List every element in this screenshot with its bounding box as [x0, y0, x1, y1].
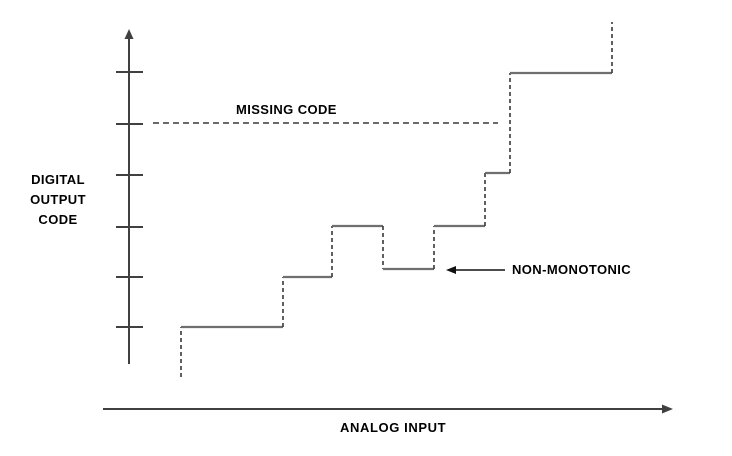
y-axis-arrowhead-icon — [124, 29, 134, 39]
y-axis — [124, 29, 134, 364]
staircase — [180, 22, 613, 377]
y-axis-label: DIGITAL OUTPUT CODE — [12, 170, 104, 230]
y-axis-label-line-1: DIGITAL — [31, 172, 85, 187]
y-axis-label-line-3: CODE — [38, 212, 78, 227]
y-axis-label-line-2: OUTPUT — [30, 192, 86, 207]
x-axis-arrowhead-icon — [662, 404, 673, 414]
non-monotonic-label: NON-MONOTONIC — [512, 262, 632, 277]
non-monotonic-arrow — [446, 266, 505, 274]
x-axis-label: ANALOG INPUT — [340, 420, 447, 435]
non-monotonic-arrowhead-icon — [446, 266, 456, 274]
missing-code-label: MISSING CODE — [236, 102, 337, 117]
y-axis-ticks — [116, 71, 143, 328]
x-axis — [103, 404, 673, 414]
